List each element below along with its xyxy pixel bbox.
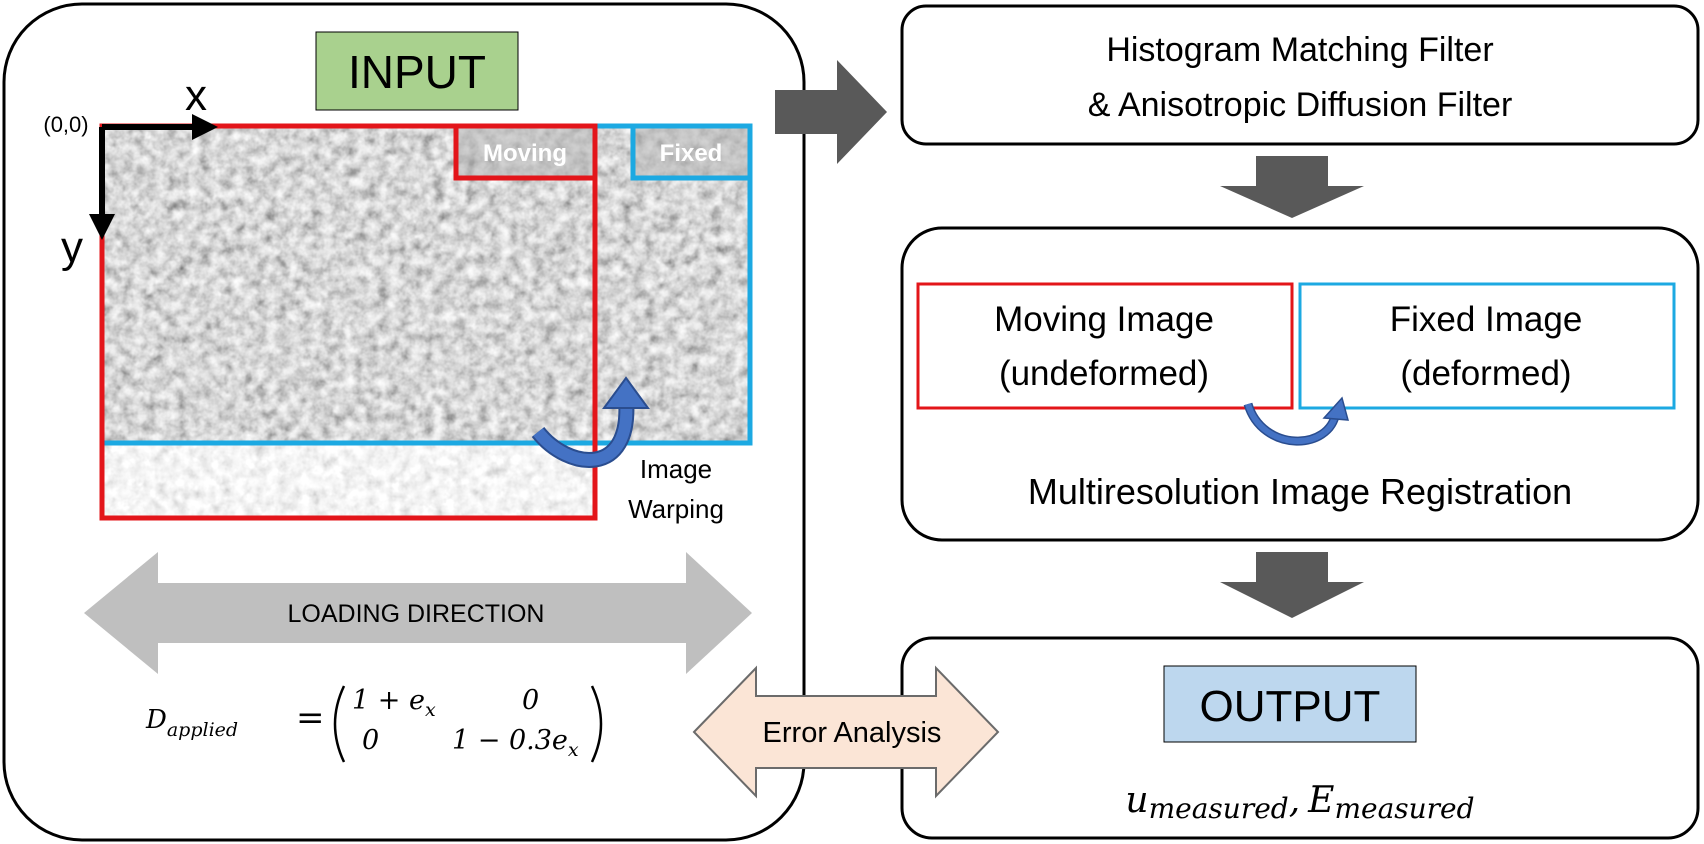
x-axis-arrowhead [192,114,218,140]
fixed-image-box [1298,282,1676,410]
registration-curve-arrowhead [1322,396,1350,421]
input-to-filter-arrow [775,60,887,164]
formula-right-paren [590,685,603,763]
origin-label: (0,0) [43,112,88,137]
warp-curve [533,399,633,466]
fixed-tag: Fixed [660,140,723,167]
y-axis-arrowhead [89,214,115,240]
filter-line1: Histogram Matching Filter [1106,31,1493,69]
input-label-box [315,31,519,111]
filter-to-registration-arrow [1220,156,1364,218]
moving-image-frame [99,123,598,521]
output-measures: umeasured,Emeasured [1125,780,1474,825]
matrix-m12: 0 [522,685,539,716]
input-label: INPUT [348,46,486,98]
fixed-image-line2: (deformed) [1400,354,1571,393]
registration-caption: Multiresolution Image Registration [1028,471,1572,512]
error-analysis-label: Error Analysis [763,717,942,749]
loading-direction-arrow [84,552,752,674]
applied-deformation-formula: Dapplied = 1 + ex 0 0 1 − 0.3ex [145,685,603,763]
moving-tag: Moving [483,140,567,167]
formula-equals: = [296,698,325,738]
matrix-m22: 1 − 0.3ex [452,725,579,761]
moving-image-line1: Moving Image [994,300,1214,339]
y-axis-label: y [61,223,83,272]
error-analysis-arrow [692,665,1000,799]
warp-label-line2: Warping [628,494,724,524]
registration-curve [1245,403,1339,445]
registration-to-output-arrow [1220,552,1364,618]
undeformed-speckle-strip [102,443,595,518]
moving-image-box [916,282,1294,410]
filter-line2: & Anisotropic Diffusion Filter [1088,86,1513,124]
matrix-m11: 1 + ex [352,685,436,721]
formula-left-paren [333,685,346,763]
formula-lhs: Dapplied [145,705,238,741]
warp-label-line1: Image [640,454,712,484]
warp-arrowhead [602,376,650,409]
moving-image-line2: (undeformed) [999,354,1209,393]
loading-direction-label: LOADING DIRECTION [288,600,545,628]
filter-box [900,4,1700,146]
output-label-box [1163,665,1417,743]
moving-tag-box [453,123,598,181]
x-axis-label: x [185,71,207,120]
fixed-image-line1: Fixed Image [1390,300,1583,339]
output-label: OUTPUT [1200,682,1381,731]
matrix-m21: 0 [362,725,379,756]
fixed-tag-box [630,123,753,181]
